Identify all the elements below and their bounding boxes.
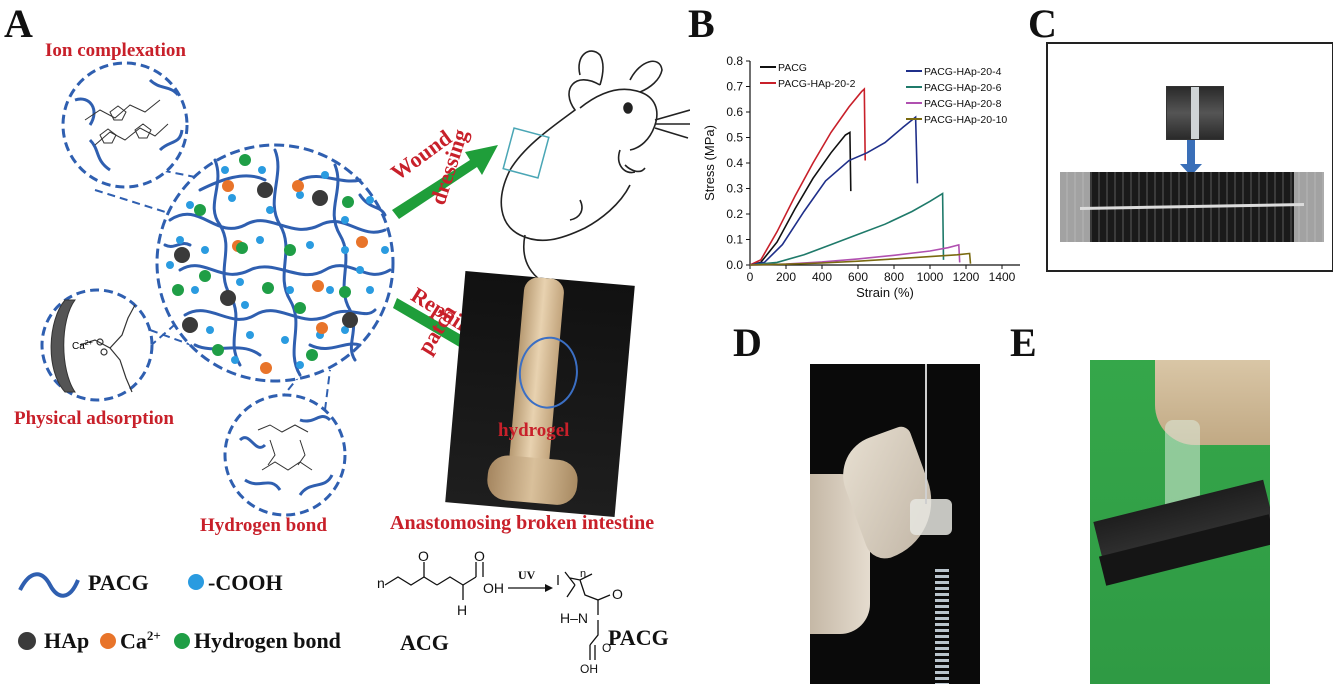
series-line [749,131,852,266]
hydrogel-label: hydrogel [498,420,570,441]
legend-ca: Ca2+ [120,628,161,654]
hap-legend-icon [18,632,36,650]
x-tick-label: 0 [747,270,754,284]
acg-name: ACG [400,630,449,655]
tensile-inset-photo [1166,86,1224,140]
y-tick-label: 0.3 [726,182,743,196]
panel-label-d: D [733,320,762,365]
legend-label: PACG [778,62,807,74]
hydrogen-bond-zoom [223,393,347,517]
ion-complexation-label: Ion complexation [45,40,186,61]
legend-hbond: Hydrogen bond [194,628,341,653]
hydrogen-bond-zoom-label: Hydrogen bond [200,515,327,536]
legend-pacg: PACG [88,570,149,595]
legend-label: PACG-HAp-20-4 [924,66,1002,78]
legend-label: PACG-HAp-20-2 [778,78,856,90]
y-tick-label: 0.0 [726,258,743,272]
acg-o2-label: O [474,548,485,564]
legend-ca-text: Ca [120,628,147,654]
y-tick-label: 0.5 [726,131,743,145]
y-tick-label: 0.7 [726,80,743,94]
pacg-n-label: n [580,568,587,580]
y-axis-title: Stress (MPa) [702,125,717,201]
x-tick-label: 600 [848,270,868,284]
stretched-hydrogel-photo [1060,172,1324,242]
acg-structure [384,562,484,600]
series-line [749,252,972,266]
x-tick-label: 800 [884,270,904,284]
intestine-photo [445,271,635,517]
ion-complexation-zoom [61,61,189,189]
anastomosing-label: Anastomosing broken intestine [390,512,655,534]
tensile-test-frame [1046,42,1333,272]
hbond-legend-icon [174,633,190,649]
pacg-hn-label: H–N [560,610,589,626]
y-tick-label: 0.8 [726,54,743,68]
legend-label: PACG-HAp-20-6 [924,82,1002,94]
physical-adsorption-label: Physical adsorption [14,408,174,429]
wound-dressing-arrow [392,145,498,219]
legend-ca-charge: 2+ [146,628,161,643]
pacg-oh-label: OH [580,662,598,676]
x-tick-label: 1400 [989,270,1016,284]
series-line [749,192,945,266]
hydrogel-adhesion-photo [1090,360,1270,684]
uv-label: UV [518,568,536,582]
legend-hap: HAp [44,628,90,653]
panel-label-a: A [4,1,33,46]
y-tick-label: 0.4 [726,156,743,170]
acg-o-label: O [418,548,429,564]
down-arrow-icon [1187,140,1195,166]
acg-n-label: n [377,575,385,591]
pacg-network-chains [163,148,392,377]
y-tick-label: 0.6 [726,105,743,119]
hydrogen-bond-points [172,154,354,361]
pacg-structure [557,571,611,660]
cooh-groups [166,166,389,369]
y-tick-label: 0.1 [726,233,743,247]
legend-label: PACG-HAp-20-8 [924,98,1002,110]
wound-site-marker [502,127,550,179]
panel-label-c: C [1028,1,1057,46]
panel-label-b: B [688,1,715,46]
ca-ions [222,180,368,374]
cooh-legend-icon [188,574,204,590]
legend-cooh: -COOH [208,570,283,595]
hap-particles [174,182,358,333]
acg-h-label: H [457,602,468,618]
ca-legend-icon [100,633,116,649]
legend-label: PACG-HAp-20-10 [924,114,1007,126]
x-tick-label: 1000 [917,270,944,284]
schematic-network-figure: Ca2+ [18,50,690,660]
uv-arrow [508,584,553,592]
pacg-o2-label: O [602,641,612,655]
series-line [749,87,866,266]
x-tick-label: 1200 [953,270,980,284]
y-tick-label: 0.2 [726,207,743,221]
pacg-o-label: O [612,586,623,602]
pacg-legend-icon [18,572,80,598]
x-tick-label: 400 [812,270,832,284]
series-line [749,115,919,266]
panel-label-e: E [1010,320,1037,365]
stress-strain-chart: 0 200 400 600 800 1000 1200 1400 0.0 0.1 0.2 0.3 0.4… [702,54,1020,300]
pacg-name: PACG [608,625,669,650]
hydrogel-water-photo [810,364,980,684]
x-tick-label: 200 [776,270,796,284]
acg-oh-label: OH [483,580,504,596]
x-axis-title: Strain (%) [856,285,914,300]
ca-ion-label: Ca2+ [72,340,93,352]
